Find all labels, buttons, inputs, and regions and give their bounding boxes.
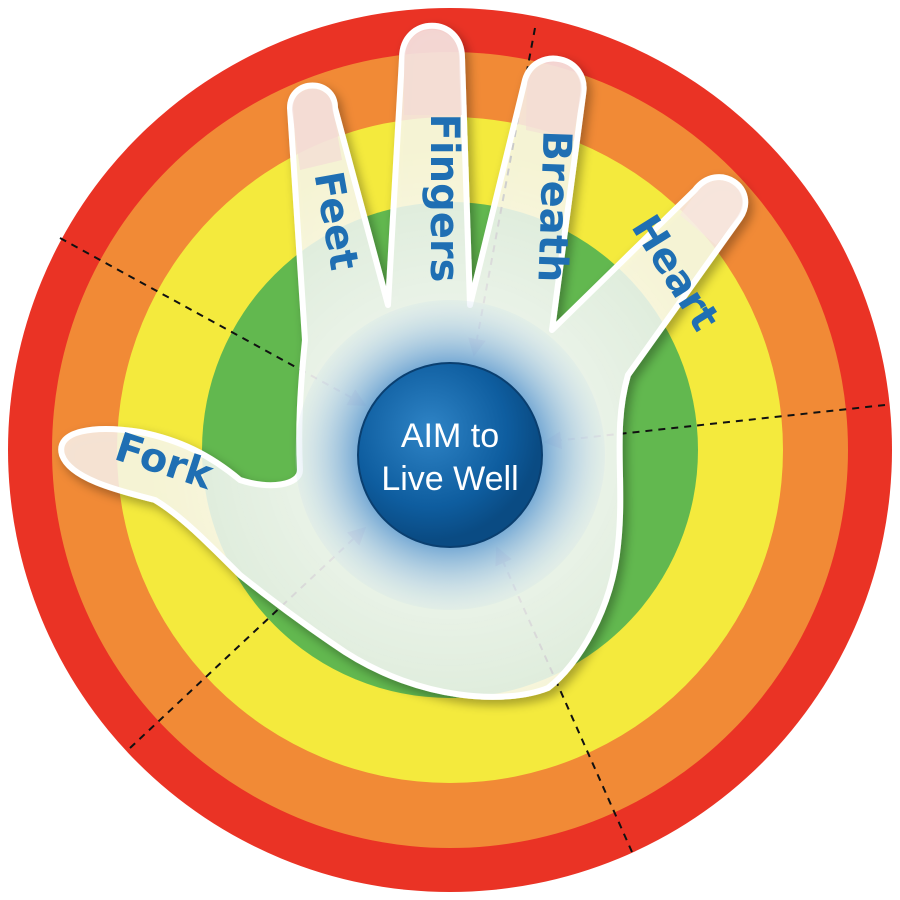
divider-right	[543, 404, 886, 450]
fingertip-pinky	[680, 180, 744, 245]
center-label-line1: AIM to	[401, 417, 499, 455]
finger-label-fingers: Fingers	[421, 114, 467, 283]
fingertip-ring	[526, 62, 582, 141]
fingertip-index	[292, 89, 342, 170]
center-core	[357, 362, 543, 548]
divider-bottom-left	[129, 526, 367, 749]
center-label-line2: Live Well	[381, 460, 518, 498]
finger-label-breath: Breath	[528, 130, 579, 283]
fingertip-middle	[404, 30, 462, 115]
